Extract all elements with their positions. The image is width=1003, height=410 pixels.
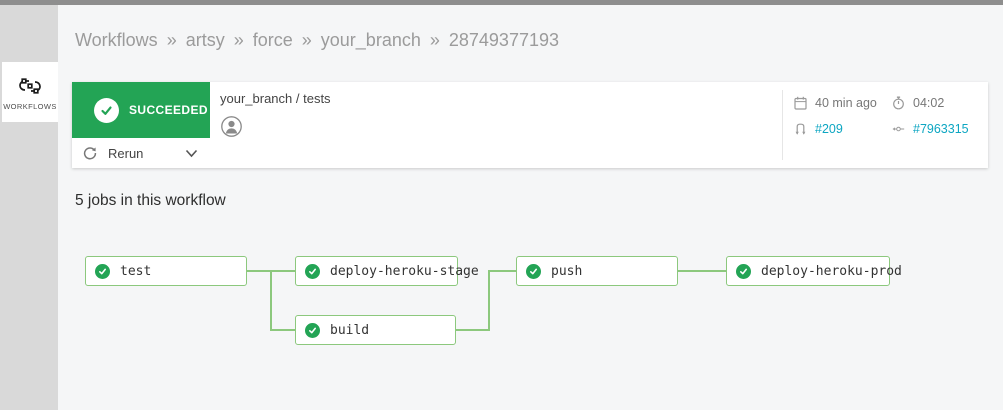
sidebar-item-workflows[interactable]: WORKFLOWS <box>2 62 58 122</box>
rerun-label: Rerun <box>108 145 144 161</box>
breadcrumb-branch[interactable]: your_branch <box>320 30 421 50</box>
job-node-push[interactable]: push <box>516 256 678 286</box>
avatar <box>221 116 242 137</box>
breadcrumb-separator: » <box>429 30 440 50</box>
rerun-icon <box>83 147 97 160</box>
job-success-icon <box>95 263 110 279</box>
job-label: push <box>551 263 583 279</box>
stopwatch-icon <box>893 96 904 110</box>
breadcrumb-project[interactable]: force <box>252 30 293 50</box>
edge-build-out <box>456 329 490 331</box>
edge-push-prod <box>678 270 726 272</box>
sidebar: WORKFLOWS <box>0 5 58 410</box>
chevron-down-icon[interactable] <box>185 149 198 158</box>
breadcrumb-org[interactable]: artsy <box>185 30 225 50</box>
breadcrumb-run-id[interactable]: 28749377193 <box>448 30 559 50</box>
job-success-icon <box>305 263 320 279</box>
edge-build-push-vertical <box>488 270 490 331</box>
job-node-test[interactable]: test <box>85 256 247 286</box>
job-label: build <box>330 322 370 338</box>
calendar-icon <box>794 96 807 110</box>
job-success-icon <box>305 322 320 338</box>
status-check-icon <box>94 97 119 123</box>
job-success-icon <box>736 263 751 279</box>
sidebar-item-label: WORKFLOWS <box>3 101 57 111</box>
time-ago: 40 min ago <box>815 96 877 110</box>
commit-icon <box>892 126 905 132</box>
commit-link[interactable]: #7963315 <box>913 122 969 136</box>
workflow-card: SUCCEEDED Rerun your_branch / tests <box>72 82 988 168</box>
job-node-deploy-heroku-prod[interactable]: deploy-heroku-prod <box>726 256 902 286</box>
breadcrumb: Workflows » artsy » force » your_branch … <box>75 30 559 51</box>
top-strip <box>0 0 1003 5</box>
status-badge: SUCCEEDED <box>72 82 210 138</box>
job-success-icon <box>526 263 541 279</box>
breadcrumb-workflows[interactable]: Workflows <box>75 30 158 50</box>
duration: 04:02 <box>913 96 945 110</box>
job-node-deploy-heroku-stage[interactable]: deploy-heroku-stage <box>295 256 479 286</box>
edge-split-build <box>270 329 295 331</box>
job-node-build[interactable]: build <box>295 315 456 345</box>
pull-request-icon <box>795 123 806 135</box>
workflow-title: your_branch / tests <box>220 91 331 106</box>
edge-into-push <box>488 270 516 272</box>
workflows-icon <box>19 77 41 94</box>
breadcrumb-separator: » <box>166 30 177 50</box>
job-label: test <box>120 263 152 279</box>
edge-split-vertical <box>270 270 272 330</box>
breadcrumb-separator: » <box>233 30 244 50</box>
rerun-button[interactable]: Rerun <box>72 138 210 168</box>
workflow-meta: 40 min ago 04:02 <box>794 93 984 145</box>
job-label: deploy-heroku-stage <box>330 263 479 279</box>
pull-request-link[interactable]: #209 <box>815 122 843 136</box>
card-divider <box>782 90 783 160</box>
jobs-heading: 5 jobs in this workflow <box>75 192 226 209</box>
breadcrumb-separator: » <box>301 30 312 50</box>
job-label: deploy-heroku-prod <box>761 263 902 279</box>
status-label: SUCCEEDED <box>129 103 208 117</box>
